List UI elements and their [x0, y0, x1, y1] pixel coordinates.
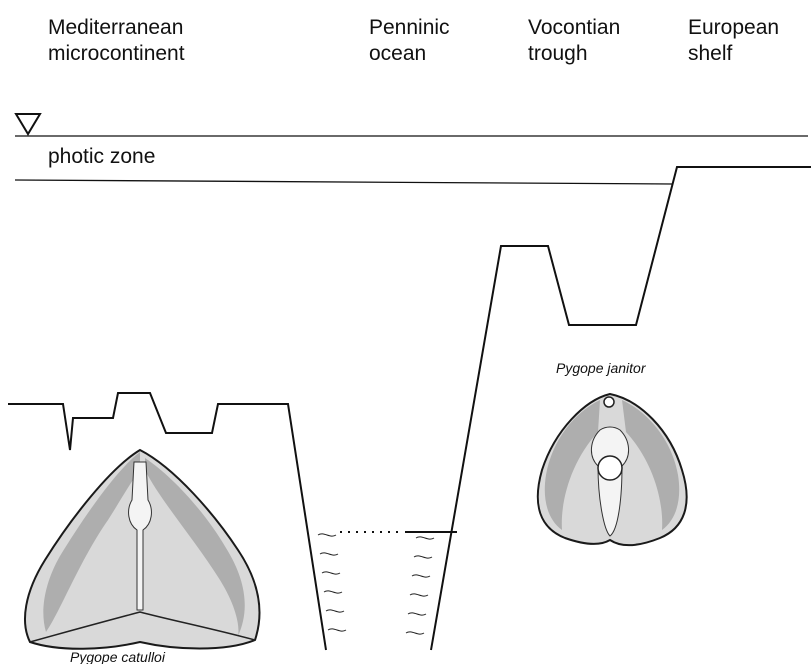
- label-penninic-line1: Penninic: [369, 16, 450, 39]
- label-penninic-line2: ocean: [369, 42, 426, 65]
- pygope-janitor-shell: [538, 394, 687, 545]
- label-vocontian-line1: Vocontian: [528, 16, 620, 39]
- label-mediterranean-line2: microcontinent: [48, 42, 185, 65]
- sea-level: [15, 114, 808, 136]
- region-labels: Mediterranean microcontinent Penninic oc…: [48, 16, 779, 65]
- label-european-line2: shelf: [688, 42, 733, 65]
- photic-zone-label: photic zone: [48, 145, 155, 168]
- caption-pygope-catulloi: Pygope catulloi: [70, 649, 166, 664]
- photic-zone-base-line: [15, 180, 672, 184]
- sea-level-triangle-icon: [16, 114, 40, 134]
- penninic-basin-hatching: [318, 534, 434, 634]
- label-vocontian-line2: trough: [528, 42, 588, 65]
- pygope-catulloi-shell: [25, 450, 260, 649]
- label-mediterranean-line1: Mediterranean: [48, 16, 183, 39]
- label-european-line1: European: [688, 16, 779, 39]
- caption-pygope-janitor: Pygope janitor: [556, 360, 647, 376]
